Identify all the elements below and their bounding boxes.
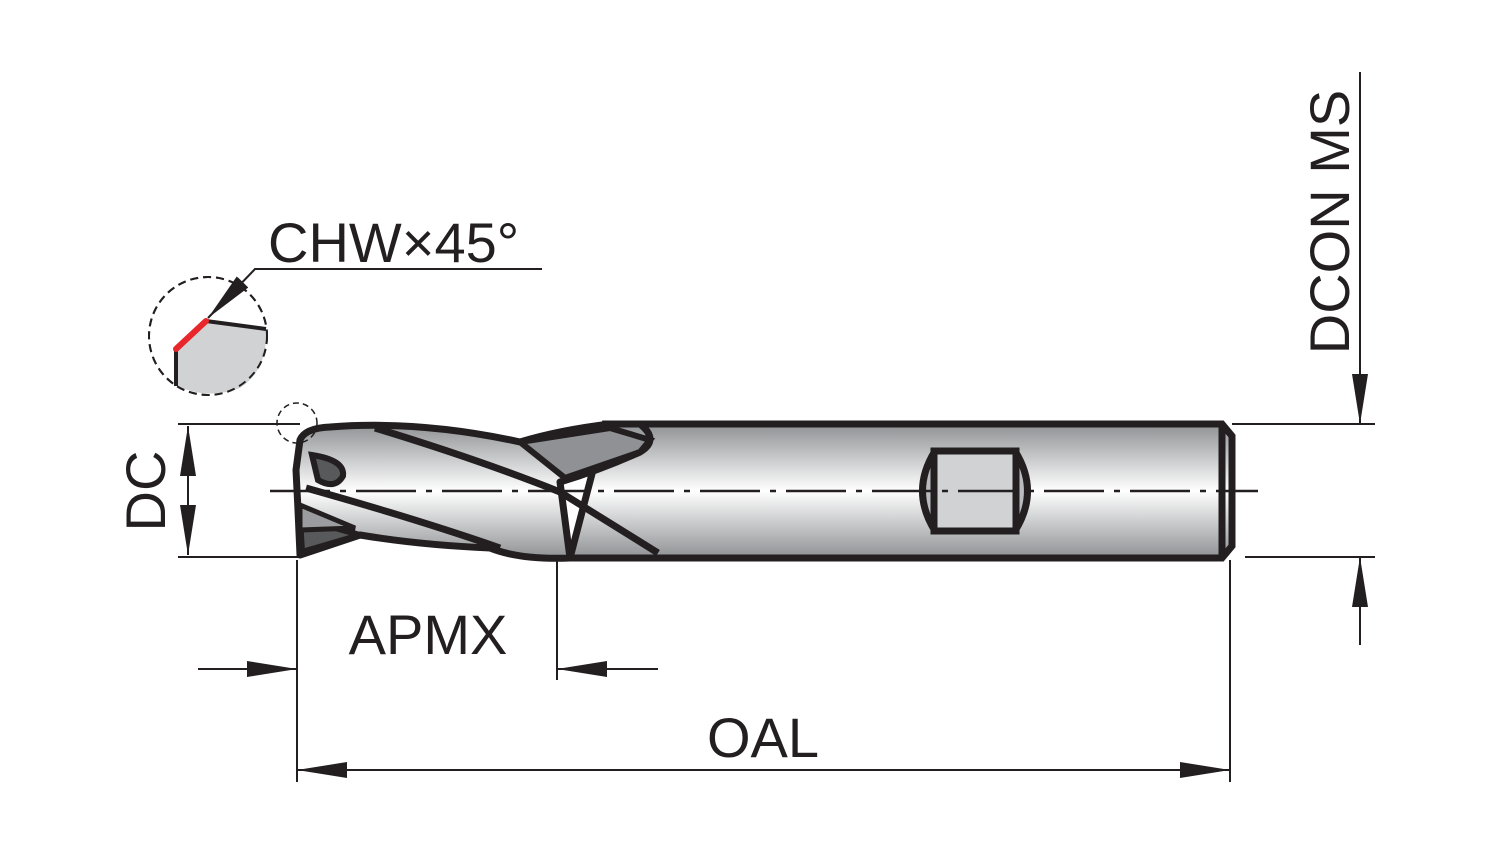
label-chw: CHW×45° [268,211,519,274]
chamfer-detail: CHW×45° [148,211,542,444]
chamfer-highlight [173,318,209,352]
dim-dc: DC [114,423,300,558]
cutting-head [292,420,660,562]
dim-apmx: APMX [198,560,658,782]
dim-dcon-ms: DCON MS [1232,72,1375,645]
label-dc: DC [114,451,177,532]
label-apmx: APMX [349,603,508,666]
label-oal: OAL [707,706,819,769]
label-dcon-ms: DCON MS [1298,90,1361,354]
dim-oal: OAL [297,560,1231,782]
